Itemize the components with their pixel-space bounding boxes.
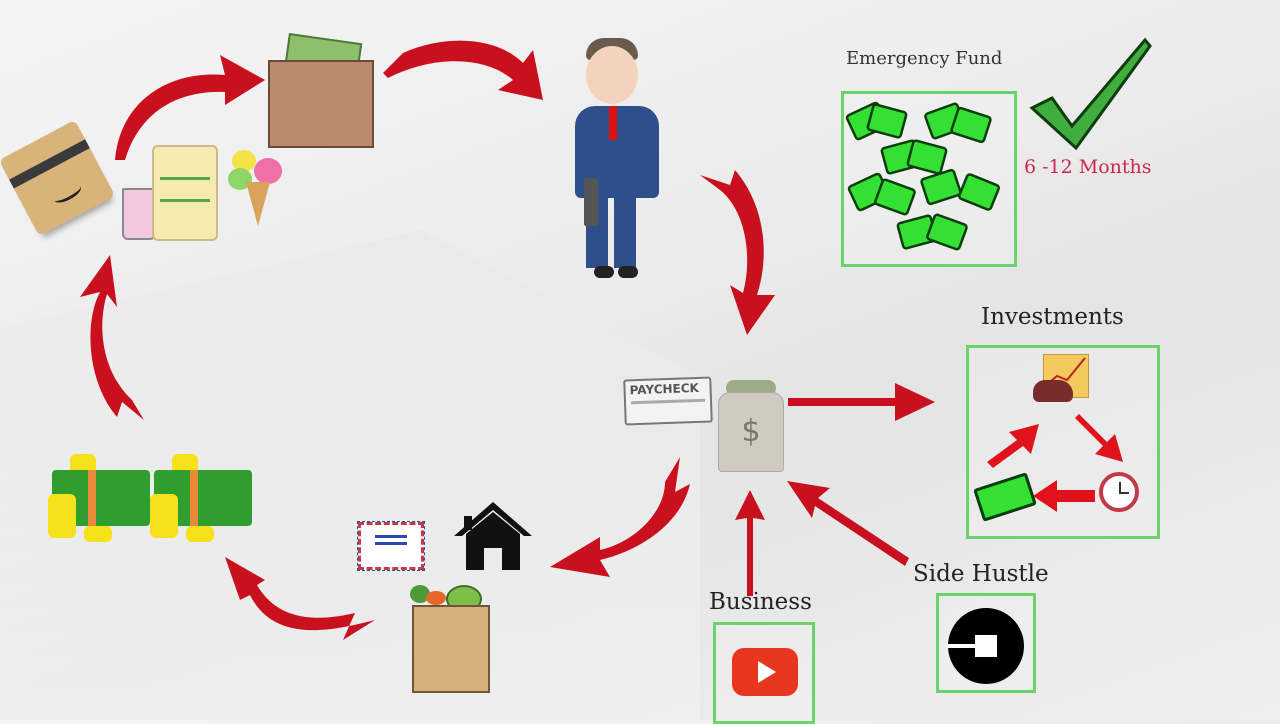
side-hustle-label: Side Hustle	[913, 561, 1049, 587]
house-icon	[454, 502, 532, 570]
emergency-fund-duration: 6 -12 Months	[1024, 156, 1152, 178]
arrow-spending-to-wallet	[115, 55, 265, 160]
money-pile-icon	[845, 101, 1000, 251]
investments-title: Investments	[981, 304, 1124, 330]
money-bag-symbol: $	[741, 414, 761, 449]
paycheck-icon: PAYCHECK	[623, 376, 713, 426]
uber-icon	[948, 608, 1024, 684]
arrow-expenses-to-savings	[225, 557, 375, 640]
side-hustle-box	[936, 593, 1036, 693]
cash-stack-icon	[150, 454, 256, 544]
mail-bill-icon	[357, 521, 425, 571]
ice-cream-icon	[228, 148, 288, 228]
money-bag-icon: $	[718, 380, 784, 472]
alarm-clock-icon	[1099, 472, 1139, 512]
business-label: Business	[709, 589, 812, 615]
arrow-sidehustle-to-income	[787, 481, 909, 566]
arrow-savings-to-spending	[80, 255, 144, 420]
arrow-worker-to-income	[700, 170, 775, 335]
worker-icon	[572, 38, 662, 284]
youtube-icon	[732, 648, 798, 696]
stock-chart-bull-icon	[1033, 354, 1089, 406]
shopping-bag-icon	[152, 145, 218, 241]
grocery-bag-icon	[400, 585, 490, 693]
investments-box	[966, 345, 1160, 539]
arrow-wallet-to-worker	[383, 40, 543, 100]
business-box	[713, 622, 815, 724]
wallet-icon	[268, 33, 374, 148]
arrow-business-to-income	[735, 490, 765, 596]
drink-cup-icon	[122, 188, 156, 240]
arrow-income-to-investments	[788, 383, 935, 421]
arrow-investment-cycle-2	[1075, 414, 1123, 462]
paycheck-label: PAYCHECK	[629, 380, 700, 398]
arrow-investment-cycle-1	[987, 424, 1039, 468]
cash-stack-icon	[48, 454, 154, 544]
checkmark-icon	[1029, 37, 1152, 151]
arrow-income-to-expenses	[550, 457, 690, 577]
arrow-investment-cycle-3	[1033, 480, 1095, 512]
emergency-fund-box	[841, 91, 1017, 267]
emergency-fund-title: Emergency Fund	[846, 48, 1003, 69]
amazon-box-icon	[0, 119, 116, 237]
dollar-bill-icon	[973, 472, 1037, 522]
